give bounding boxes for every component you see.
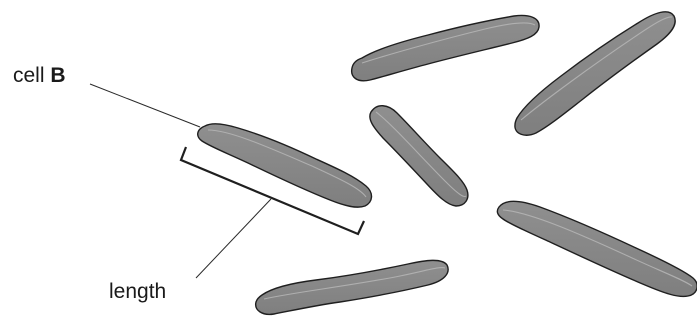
length-leader-line [196,199,271,278]
cell-label-letter: B [50,64,65,87]
cell-bottom-right [497,201,697,296]
cell-top-right [515,12,675,135]
cell-top-left [352,15,539,80]
cell-label-prefix: cell [13,64,50,87]
cell-b [198,124,372,207]
cell-b-label: cell B [13,65,66,86]
cell-middle [370,106,468,206]
cell-bottom-left [256,260,448,314]
cell-b-leader-line [90,84,200,127]
length-label: length [109,281,166,302]
